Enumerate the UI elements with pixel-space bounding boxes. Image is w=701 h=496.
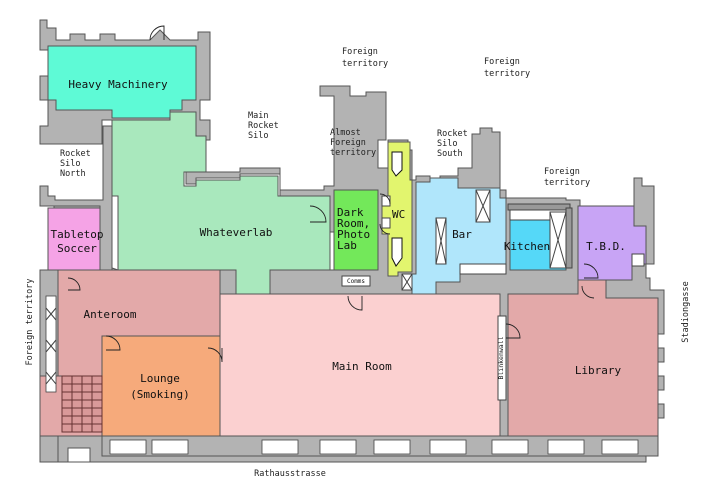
toilet-icon xyxy=(391,151,403,267)
label-heavy-machinery: Heavy Machinery xyxy=(68,78,168,91)
rooms xyxy=(39,45,659,437)
stairs xyxy=(61,375,103,433)
label-main-room: Main Room xyxy=(332,360,392,373)
label-anteroom: Anteroom xyxy=(84,308,137,321)
label-rathausstrasse: Rathausstrasse xyxy=(254,469,326,479)
room-dark-room[interactable] xyxy=(333,189,379,271)
fixtures xyxy=(341,189,645,401)
label-foreign-territory-left: Foreign territory xyxy=(25,279,35,366)
west-windows xyxy=(45,295,57,393)
south-wall-piers xyxy=(39,435,659,463)
room-whateverlab[interactable] xyxy=(111,111,331,295)
label-wc: WC xyxy=(392,208,405,221)
label-comms: Comms xyxy=(347,278,365,285)
label-blinkenwall: Blinkenwall xyxy=(497,336,505,379)
label-bar: Bar xyxy=(452,228,472,241)
room-library[interactable] xyxy=(507,279,659,437)
label-library: Library xyxy=(575,364,622,377)
doors xyxy=(67,25,599,363)
label-kitchen: Kitchen xyxy=(504,240,550,253)
label-tbd: T.B.D. xyxy=(586,240,626,253)
label-stadiongasse: Stadiongasse xyxy=(681,281,691,342)
room-lounge[interactable] xyxy=(101,335,221,437)
label-lounge: Lounge(Smoking) xyxy=(130,372,190,401)
label-whateverlab: Whateverlab xyxy=(200,226,273,239)
